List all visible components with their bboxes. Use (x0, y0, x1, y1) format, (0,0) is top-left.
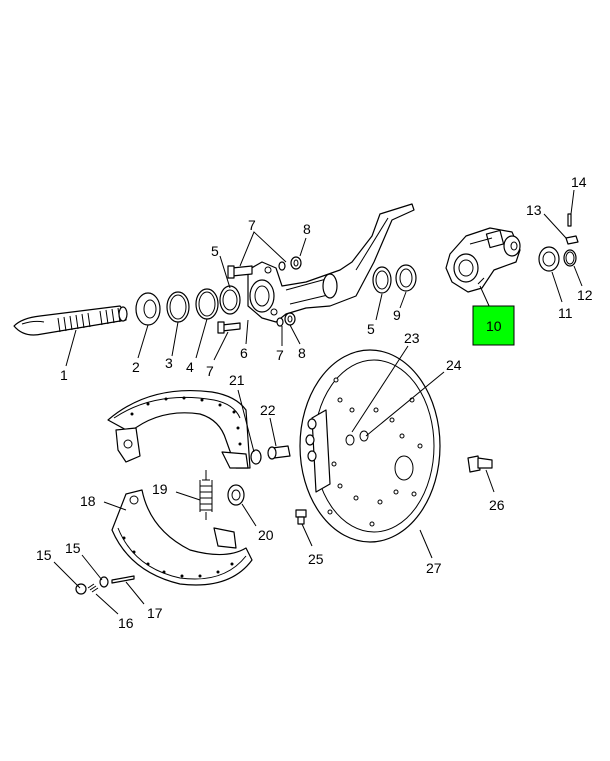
callout-5a: 5 (211, 243, 219, 259)
callout-23: 23 (404, 330, 420, 346)
callout-12: 12 (577, 287, 593, 303)
callout-labels: 1 2 3 4 5 6 7 7 7 8 8 5 9 10 11 12 13 14… (36, 174, 593, 631)
callout-3: 3 (165, 355, 173, 371)
return-spring-19 (199, 470, 213, 520)
seal-9 (395, 264, 417, 292)
bolt-26 (467, 455, 493, 473)
callout-24: 24 (446, 357, 462, 373)
callout-14: 14 (571, 174, 587, 190)
ring-3 (166, 291, 190, 323)
callout-2: 2 (132, 359, 140, 375)
roller-20 (227, 484, 245, 506)
callout-10: 10 (486, 318, 502, 334)
callout-8b: 8 (298, 345, 306, 361)
leader-lines (53, 189, 583, 615)
snap-ring-12 (563, 249, 577, 267)
bushing-5b (372, 266, 392, 294)
callout-8a: 8 (303, 221, 311, 237)
callout-15a: 15 (36, 547, 52, 563)
callout-19: 19 (152, 481, 168, 497)
bolt-7-lower (217, 321, 241, 334)
washer-7-upper (278, 261, 286, 271)
callout-7b: 7 (206, 363, 214, 379)
callout-16: 16 (118, 615, 134, 631)
fitting-13 (565, 235, 579, 245)
callout-7c: 7 (276, 347, 284, 363)
camshaft-bracket (247, 203, 415, 323)
callout-4: 4 (186, 359, 194, 375)
callout-17: 17 (147, 605, 163, 621)
callout-20: 20 (258, 527, 274, 543)
slack-adjuster (445, 227, 521, 293)
callout-5b: 5 (367, 321, 375, 337)
bolt-7-upper (227, 265, 253, 279)
callout-6: 6 (240, 345, 248, 361)
pin-14 (567, 213, 572, 227)
roller-21 (250, 449, 262, 465)
backing-plate (299, 349, 441, 543)
anchor-pin-22 (267, 445, 291, 460)
highlight-box-10 (472, 305, 515, 346)
callout-25: 25 (308, 551, 324, 567)
nut-8-upper (290, 256, 302, 270)
callout-18: 18 (80, 493, 96, 509)
callout-7a: 7 (248, 217, 256, 233)
callout-13: 13 (526, 202, 542, 218)
washer-2 (135, 292, 161, 326)
brake-shoe-upper (107, 389, 251, 469)
callout-21: 21 (229, 372, 245, 388)
callout-27: 27 (426, 560, 442, 576)
callout-22: 22 (260, 402, 276, 418)
pin-17 (111, 575, 135, 584)
washer-11 (538, 246, 560, 272)
brake-shoe-lower (111, 489, 253, 586)
callout-1: 1 (60, 367, 68, 383)
callout-15b: 15 (65, 540, 81, 556)
bushing-5a (219, 285, 241, 315)
spring-16 (87, 583, 99, 593)
washer-7-lower (276, 317, 284, 327)
ring-4 (195, 288, 219, 320)
callout-9: 9 (393, 307, 401, 323)
callout-26: 26 (489, 497, 505, 513)
callout-11: 11 (558, 305, 573, 321)
nut-8-lower (284, 312, 296, 326)
camshaft (13, 305, 128, 336)
bolt-25 (295, 509, 307, 525)
